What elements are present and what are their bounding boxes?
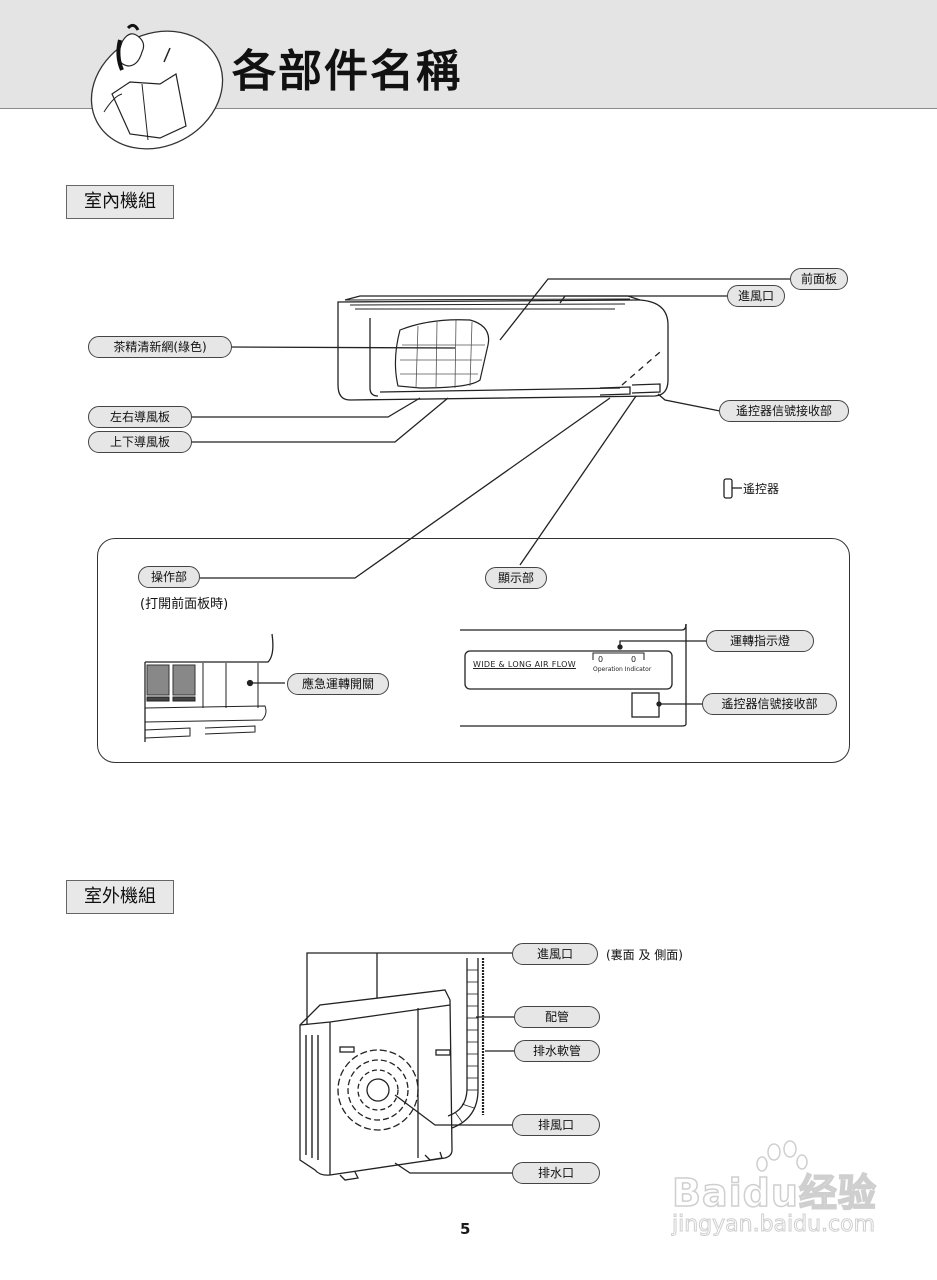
callout-remote-receiver: 遙控器信號接收部 [719, 400, 849, 422]
leader-operation-part [200, 397, 611, 579]
indoor-unit-body [337, 299, 669, 401]
indicator-caption: Operation Indicator [593, 666, 652, 673]
callout-air-outlet: 排風口 [512, 1114, 600, 1136]
callout-filter: 茶精清新網(綠色) [88, 336, 232, 358]
callout-emergency-switch: 應急運轉開關 [287, 673, 389, 695]
watermark-url: jingyan.baidu.com [671, 1212, 876, 1238]
watermark: Baidu经验 jingyan.baidu.com [668, 1140, 928, 1250]
operation-note: (打開前面板時) [140, 597, 229, 612]
callout-vertical-louver: 上下導風板 [88, 431, 192, 453]
leader-front-panel [499, 278, 790, 341]
fan-grille [337, 1049, 419, 1131]
callout-operation-indicator: 運轉指示燈 [706, 630, 814, 652]
filter-window [394, 319, 490, 389]
page-title: 各部件名稱 [232, 46, 462, 97]
label-remote-control: 遙控器 [743, 482, 780, 496]
leader-vertical-louver [190, 397, 449, 443]
leader-horizontal-louver [190, 397, 421, 418]
callout-operation-part: 操作部 [138, 566, 200, 588]
callout-front-panel: 前面板 [790, 268, 848, 290]
panel-text: WIDE & LONG AIR FLOW [473, 660, 576, 669]
callout-drain-outlet: 排水口 [512, 1162, 600, 1184]
leader-operation-indicator [619, 640, 706, 647]
indicator-mark-1: 0 [598, 655, 604, 664]
leader-remote-receiver [657, 393, 721, 412]
section-label-indoor: 室內機組 [66, 185, 174, 219]
leader-drain-outlet [394, 1162, 512, 1174]
outdoor-unit-body [299, 989, 453, 1176]
section-label-outdoor: 室外機組 [66, 880, 174, 914]
callout-outdoor-air-inlet: 進風口 [512, 943, 598, 965]
leader-air-outlet [394, 1094, 512, 1126]
callout-air-inlet: 進風口 [727, 285, 785, 307]
callout-piping: 配管 [514, 1006, 600, 1028]
detail-panel [97, 538, 850, 763]
callout-display-part: 顯示部 [485, 567, 547, 589]
page-number: 5 [460, 1220, 471, 1238]
callout-drain-hose: 排水軟管 [514, 1040, 600, 1062]
leader-display-part [519, 395, 637, 566]
indicator-mark-2: 0 [631, 655, 637, 664]
reading-person-icon [90, 23, 224, 150]
leader-outdoor-air-inlet [306, 952, 512, 1025]
callout-horizontal-louver: 左右導風板 [88, 406, 192, 428]
air-inlet-note: (裏面 及 側面) [606, 948, 683, 962]
paw-icon [756, 1140, 808, 1172]
callout-display-remote-receiver: 遙控器信號接收部 [702, 693, 837, 715]
leader-filter [229, 346, 456, 349]
leader-air-inlet [559, 295, 727, 304]
remote-control-icon [723, 478, 733, 499]
watermark-brand: Baidu经验 [671, 1170, 877, 1216]
